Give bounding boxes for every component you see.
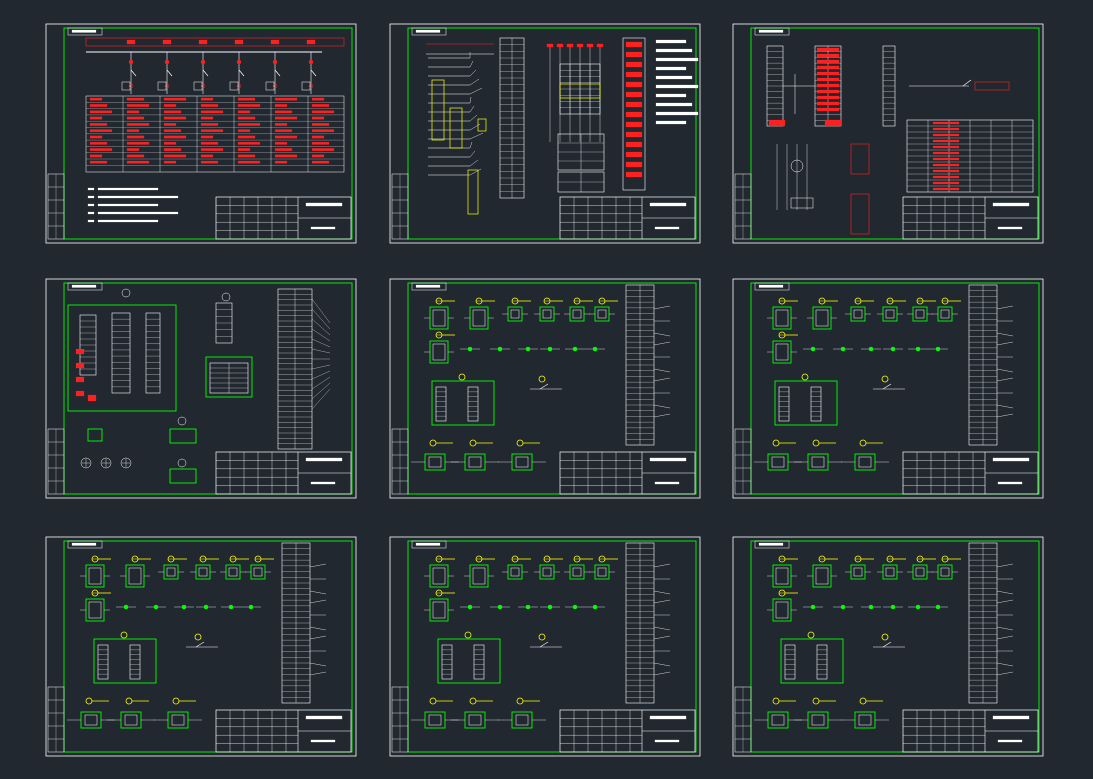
drawing-sheet-7[interactable] (45, 536, 357, 757)
drawing-sheet-1[interactable] (45, 23, 357, 244)
drawing-sheet-2[interactable] (389, 23, 701, 244)
drawing-sheet-9[interactable] (732, 536, 1044, 757)
drawing-sheet-3[interactable] (732, 23, 1044, 244)
drawing-sheet-8[interactable] (389, 536, 701, 757)
drawing-sheet-6[interactable] (732, 278, 1044, 499)
drawing-sheet-5[interactable] (389, 278, 701, 499)
drawing-sheet-4[interactable] (45, 278, 357, 499)
